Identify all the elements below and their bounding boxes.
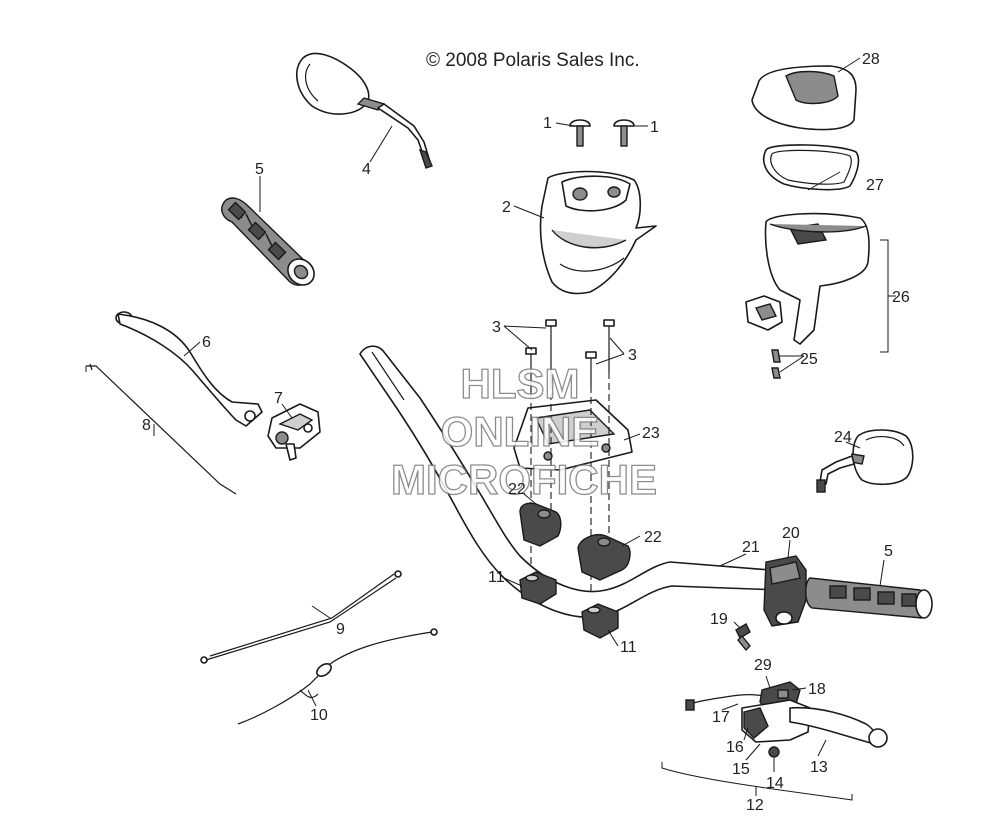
handlebar-part	[359, 345, 781, 618]
callout-2: 2	[502, 199, 511, 216]
callout-28: 28	[862, 51, 880, 68]
brake-lever-assembly-part	[685, 681, 888, 758]
callout-16: 16	[726, 739, 744, 756]
mirror-right-part	[816, 429, 914, 493]
clamp-cap-upper-right-part	[577, 534, 631, 581]
callout-3b: 3	[628, 347, 637, 364]
clamp-base-right-part	[581, 603, 619, 639]
callout-10: 10	[310, 707, 328, 724]
cap-part	[751, 65, 857, 131]
watermark-line-2: ONLINE	[441, 408, 600, 455]
watermark-line-3: MICROFICHE	[391, 456, 657, 503]
callout-27: 27	[866, 177, 884, 194]
callout-22b: 22	[644, 529, 662, 546]
callout-labels: 1 1 2 3 3 4 5 5 6 7 8 9 10 11 11 12 13 1…	[142, 51, 910, 814]
bolts-3-part	[525, 319, 615, 392]
copyright-notice: © 2008 Polaris Sales Inc.	[426, 50, 640, 71]
screw-19-part	[735, 623, 751, 652]
callout-5b: 5	[884, 543, 893, 560]
callout-7: 7	[274, 390, 283, 407]
callout-21: 21	[742, 539, 760, 556]
gasket-part	[762, 144, 860, 191]
callout-29: 29	[754, 657, 772, 674]
callout-22a: 22	[508, 481, 526, 498]
watermark-line-1: HLSM	[461, 360, 580, 407]
grip-left-part	[221, 197, 315, 286]
throttle-housing-part	[763, 555, 807, 627]
callout-1b: 1	[650, 119, 659, 136]
alignment-lines	[530, 372, 610, 610]
callout-1a: 1	[543, 115, 552, 132]
callout-12: 12	[746, 797, 764, 814]
switch-housing-part	[745, 212, 870, 345]
callout-6: 6	[202, 334, 211, 351]
mirror-left-part	[295, 52, 433, 169]
callout-11a: 11	[488, 569, 505, 586]
clamp-base-left-part	[519, 571, 557, 605]
watermark: HLSM ONLINE MICROFICHE	[390, 359, 657, 503]
callout-25: 25	[800, 351, 818, 368]
callout-24: 24	[834, 429, 852, 446]
callout-19: 19	[710, 611, 728, 628]
clamp-plate-part	[513, 399, 633, 471]
bracket-lines	[85, 239, 896, 801]
callout-14: 14	[766, 775, 784, 792]
clamp-cap-upper-left-part	[519, 502, 562, 547]
choke-cable-part	[237, 628, 438, 725]
lever-bracket-part	[267, 403, 321, 461]
leader-lines	[153, 57, 885, 772]
callout-3a: 3	[492, 319, 501, 336]
callout-20: 20	[782, 525, 800, 542]
screws-25-part	[771, 349, 781, 379]
callout-23: 23	[642, 425, 660, 442]
callout-18: 18	[808, 681, 826, 698]
callout-5a: 5	[255, 161, 264, 178]
grip-right-part	[805, 577, 933, 619]
callout-11b: 11	[620, 639, 637, 656]
lever-left-part	[115, 311, 263, 427]
screws-1-part	[569, 119, 635, 147]
throttle-cable-part	[200, 570, 402, 664]
callout-15: 15	[732, 761, 750, 778]
callout-4: 4	[362, 161, 371, 178]
callout-13: 13	[810, 759, 828, 776]
callout-26: 26	[892, 289, 910, 306]
cable-8-part	[86, 363, 237, 495]
callout-17: 17	[712, 709, 730, 726]
pod-housing-part	[539, 170, 657, 295]
callout-8: 8	[142, 417, 151, 434]
callout-9: 9	[336, 621, 345, 638]
